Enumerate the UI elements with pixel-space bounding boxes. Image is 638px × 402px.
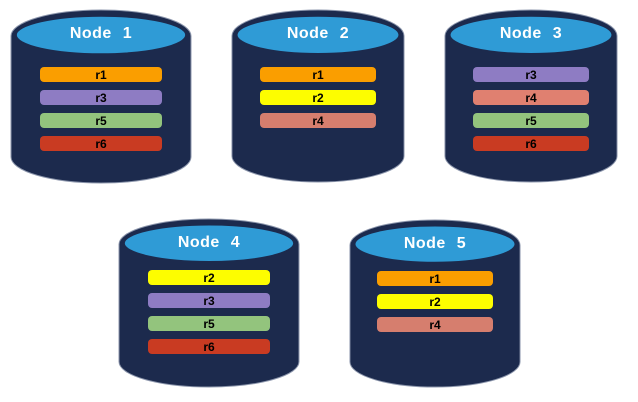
replica-label: r4 — [429, 317, 441, 332]
replica-bar: r3 — [472, 67, 590, 82]
replica-bar: r1 — [377, 271, 493, 286]
replica-label: r4 — [312, 113, 324, 128]
replica-bar: r2 — [259, 90, 377, 105]
replica-bar: r5 — [148, 316, 270, 331]
replica-label: r3 — [525, 67, 537, 82]
replica-bar: r5 — [472, 113, 590, 128]
cylinder-top-face — [123, 224, 295, 263]
node-title: Node 1 — [69, 25, 133, 42]
node-1-cylinder: Node 1 r1 r3 r5 r6 — [10, 9, 192, 184]
replica-bar: r2 — [377, 294, 493, 309]
node-title: Node 2 — [286, 25, 350, 42]
replica-label: r6 — [203, 339, 215, 354]
replica-label: r2 — [429, 294, 441, 309]
replica-bar: r2 — [148, 270, 270, 285]
replica-bar: r6 — [472, 136, 590, 151]
replica-bar: r1 — [40, 67, 162, 82]
replica-label: r3 — [95, 90, 107, 105]
replica-label: r5 — [203, 316, 215, 331]
replica-label: r1 — [429, 271, 441, 286]
node-title: Node 3 — [499, 25, 563, 42]
replica-label: r6 — [95, 136, 107, 151]
replica-bar: r4 — [472, 90, 590, 105]
replica-list: r1 r2 r4 — [349, 271, 521, 340]
node-5-cylinder: Node 5 r1 r2 r4 — [349, 219, 521, 388]
replica-bar: r6 — [40, 136, 162, 151]
cylinder-top-face — [449, 15, 613, 55]
node-title: Node 4 — [177, 234, 241, 251]
replica-label: r2 — [312, 90, 324, 105]
replica-bar: r3 — [148, 293, 270, 308]
replica-bar: r4 — [259, 113, 377, 128]
replica-label: r2 — [203, 270, 215, 285]
node-2-cylinder: Node 2 r1 r2 r4 — [231, 9, 405, 183]
replica-bar: r3 — [40, 90, 162, 105]
replica-label: r1 — [312, 67, 324, 82]
replica-bar: r1 — [259, 67, 377, 82]
replica-label: r3 — [203, 293, 215, 308]
replica-label: r5 — [95, 113, 107, 128]
node-3-cylinder: Node 3 r3 r4 r5 r6 — [444, 9, 618, 183]
node-title: Node 5 — [403, 235, 467, 252]
replica-label: r6 — [525, 136, 537, 151]
replica-bar: r5 — [40, 113, 162, 128]
replica-list: r2 r3 r5 r6 — [118, 270, 300, 362]
replica-list: r1 r3 r5 r6 — [10, 67, 192, 159]
replica-list: r1 r2 r4 — [231, 67, 405, 136]
cylinder-top-face — [15, 15, 187, 55]
replica-label: r1 — [95, 67, 107, 82]
node-4-cylinder: Node 4 r2 r3 r5 r6 — [118, 218, 300, 388]
replica-list: r3 r4 r5 r6 — [444, 67, 618, 159]
replica-bar: r6 — [148, 339, 270, 354]
cylinder-top-face — [354, 225, 516, 264]
replica-label: r4 — [525, 90, 537, 105]
replica-bar: r4 — [377, 317, 493, 332]
cylinder-top-face — [236, 15, 400, 55]
replica-label: r5 — [525, 113, 537, 128]
